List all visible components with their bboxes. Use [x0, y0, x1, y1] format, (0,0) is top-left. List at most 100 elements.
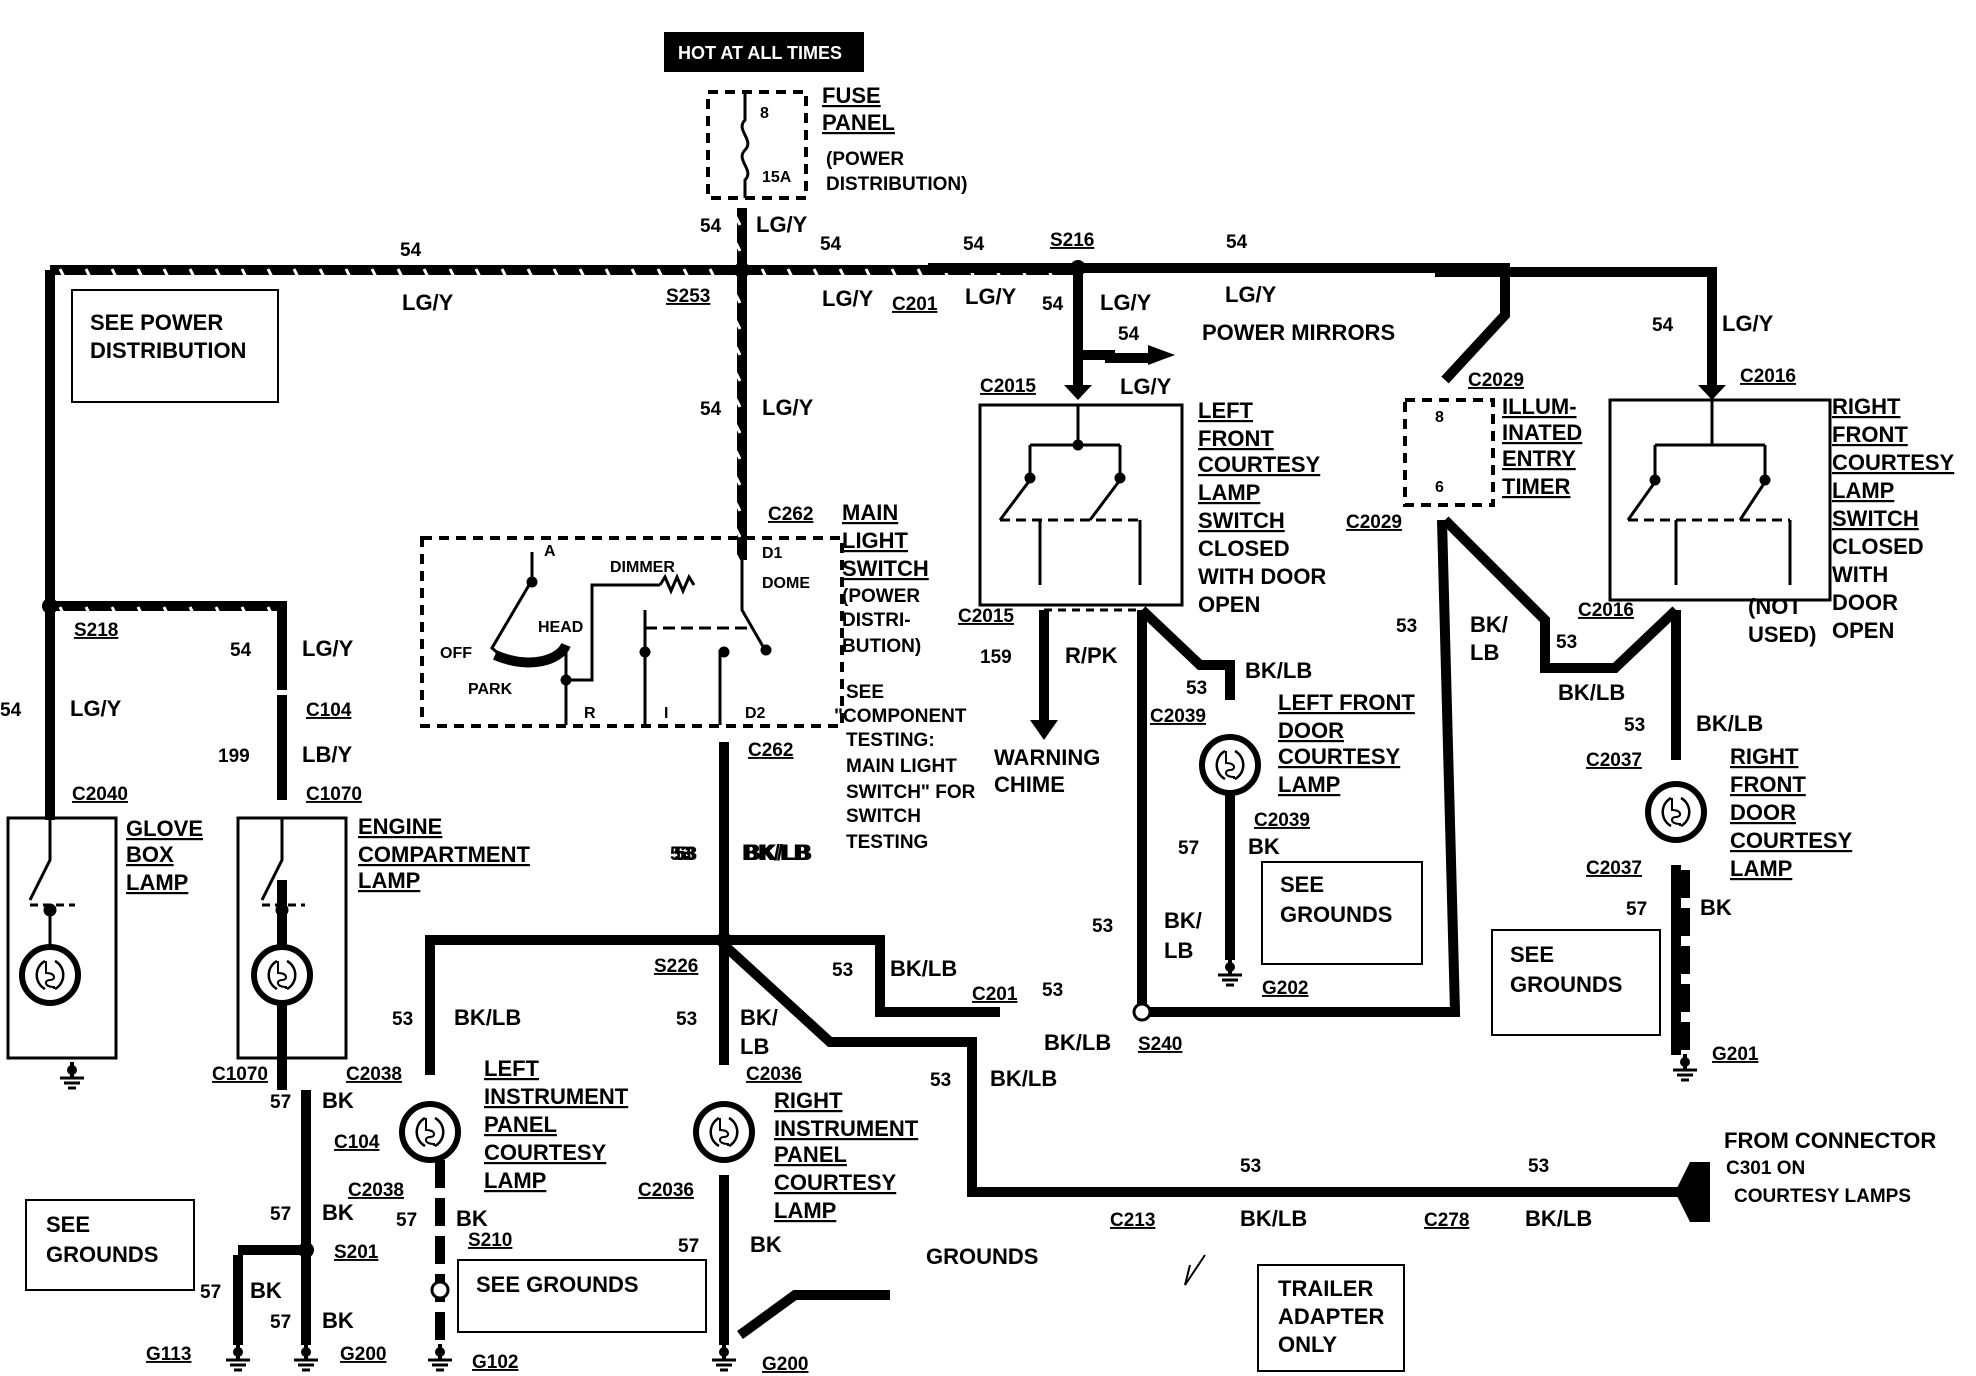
svg-text:COURTESY: COURTESY [1198, 452, 1321, 477]
svg-text:SEE: SEE [46, 1212, 90, 1237]
svg-text:DOOR: DOOR [1278, 718, 1344, 743]
svg-text:FROM CONNECTOR: FROM CONNECTOR [1724, 1128, 1936, 1153]
svg-text:53: 53 [392, 1009, 413, 1030]
svg-text:15A: 15A [762, 169, 792, 186]
svg-text:BK/LB: BK/LB [890, 956, 957, 981]
see-power-distribution-box: SEE POWER DISTRIBUTION [71, 289, 279, 403]
svg-text:S253: S253 [666, 286, 710, 307]
svg-text:C2016: C2016 [1578, 600, 1634, 621]
svg-text:DOME: DOME [762, 575, 810, 592]
svg-text:LB: LB [1470, 640, 1499, 665]
svg-text:C201: C201 [972, 984, 1018, 1005]
see-grounds-box-left: SEE GROUNDS [25, 1199, 195, 1291]
wire-labels: 54 LG/Y 54 54 54 54 LG/Y LG/Y LG/Y 54 LG… [0, 212, 1774, 1333]
svg-text:8: 8 [760, 105, 769, 122]
svg-text:POWER MIRRORS: POWER MIRRORS [1202, 320, 1395, 345]
svg-text:FUSE: FUSE [822, 83, 881, 108]
svg-text:BK: BK [322, 1088, 354, 1113]
svg-text:BK/LB: BK/LB [1696, 711, 1763, 736]
illuminated-entry-timer: 8 6 [1403, 398, 1495, 507]
main-light-switch [420, 536, 844, 728]
svg-text:LAMP: LAMP [1198, 480, 1260, 505]
svg-text:SWITCH: SWITCH [1198, 508, 1285, 533]
svg-text:COURTESY: COURTESY [1730, 828, 1853, 853]
svg-text:FRONT: FRONT [1198, 426, 1274, 451]
svg-text:FRONT: FRONT [1832, 422, 1908, 447]
svg-text:WARNING: WARNING [994, 745, 1100, 770]
svg-text:CHIME: CHIME [994, 772, 1065, 797]
svg-text:CLOSED: CLOSED [1832, 534, 1924, 559]
svg-text:C2015: C2015 [980, 376, 1036, 397]
svg-text:INATED: INATED [1502, 420, 1582, 445]
ground-labels: G113 G200 G102 G200 G202 G201 [146, 978, 1759, 1375]
svg-text:C2036: C2036 [638, 1180, 694, 1201]
svg-text:DISTRIBUTION: DISTRIBUTION [90, 338, 246, 363]
svg-text:TESTING: TESTING [846, 832, 928, 853]
svg-text:D1: D1 [762, 545, 783, 562]
svg-text:54: 54 [0, 700, 22, 721]
svg-text:BK: BK [322, 1200, 354, 1225]
svg-text:S226: S226 [654, 956, 698, 977]
svg-text:GROUNDS: GROUNDS [46, 1242, 158, 1267]
svg-text:LAMP: LAMP [484, 1168, 546, 1193]
svg-text:C2038: C2038 [348, 1180, 404, 1201]
svg-text:TIMER: TIMER [1502, 474, 1571, 499]
svg-text:INSTRUMENT: INSTRUMENT [484, 1084, 629, 1109]
svg-text:G201: G201 [1712, 1044, 1759, 1065]
svg-text:OPEN: OPEN [1198, 592, 1260, 617]
svg-text:57: 57 [678, 1236, 699, 1257]
svg-text:PANEL: PANEL [774, 1142, 847, 1167]
svg-text:BK: BK [1248, 834, 1280, 859]
svg-text:C301 ON: C301 ON [1726, 1158, 1805, 1179]
svg-text:COURTESY: COURTESY [1278, 744, 1401, 769]
svg-text:C262: C262 [748, 740, 793, 761]
svg-text:57: 57 [270, 1312, 291, 1333]
see-grounds-box-g201: SEE GROUNDS [1491, 929, 1661, 1036]
svg-text:LIGHT: LIGHT [842, 528, 909, 553]
svg-text:N: N [1690, 1187, 1702, 1204]
svg-text:SEE: SEE [1280, 872, 1324, 897]
svg-text:C104: C104 [334, 1132, 380, 1153]
svg-text:RIGHT: RIGHT [774, 1088, 843, 1113]
svg-text:LAMP: LAMP [774, 1198, 836, 1223]
svg-text:COURTESY: COURTESY [774, 1170, 897, 1195]
svg-text:57: 57 [200, 1282, 221, 1303]
svg-text:53: 53 [676, 844, 697, 865]
svg-text:COURTESY LAMPS: COURTESY LAMPS [1734, 1186, 1911, 1207]
svg-text:LB: LB [1164, 938, 1193, 963]
svg-text:SEE: SEE [846, 682, 884, 703]
svg-text:MAIN: MAIN [842, 500, 898, 525]
svg-text:C1070: C1070 [306, 784, 362, 805]
svg-text:G202: G202 [1262, 978, 1308, 999]
svg-text:DIMMER: DIMMER [610, 559, 675, 576]
svg-text:BK/: BK/ [740, 1005, 778, 1030]
svg-text:LG/Y: LG/Y [965, 284, 1017, 309]
svg-text:SWITCH: SWITCH [1832, 506, 1919, 531]
svg-text:USED): USED) [1748, 622, 1816, 647]
svg-text:LEFT: LEFT [1198, 398, 1254, 423]
svg-text:53: 53 [1624, 715, 1645, 736]
svg-text:BK/LB: BK/LB [1044, 1030, 1111, 1055]
svg-text:OFF: OFF [440, 645, 472, 662]
svg-text:8: 8 [1435, 409, 1444, 426]
svg-text:LG/Y: LG/Y [402, 290, 454, 315]
component-labels: MAIN LIGHT SWITCH (POWER DISTRI- BUTION)… [126, 394, 1955, 1269]
svg-text:S216: S216 [1050, 230, 1094, 251]
svg-text:C2015: C2015 [958, 606, 1014, 627]
svg-text:LAMP: LAMP [1730, 856, 1792, 881]
svg-text:C2039: C2039 [1150, 706, 1206, 727]
svg-text:PANEL: PANEL [822, 110, 895, 135]
svg-text:LG/Y: LG/Y [762, 395, 814, 420]
svg-text:53: 53 [930, 1070, 951, 1091]
splice-dots [42, 260, 1152, 1300]
svg-text:D2: D2 [745, 705, 766, 722]
svg-text:C2036: C2036 [746, 1064, 802, 1085]
svg-text:C278: C278 [1424, 1210, 1469, 1231]
svg-text:54: 54 [230, 640, 252, 661]
svg-text:GROUNDS: GROUNDS [926, 1244, 1038, 1269]
svg-text:RIGHT: RIGHT [1832, 394, 1901, 419]
svg-text:SWITCH" FOR: SWITCH" FOR [846, 782, 976, 803]
svg-text:LG/Y: LG/Y [756, 212, 808, 237]
svg-text:PARK: PARK [468, 681, 513, 698]
